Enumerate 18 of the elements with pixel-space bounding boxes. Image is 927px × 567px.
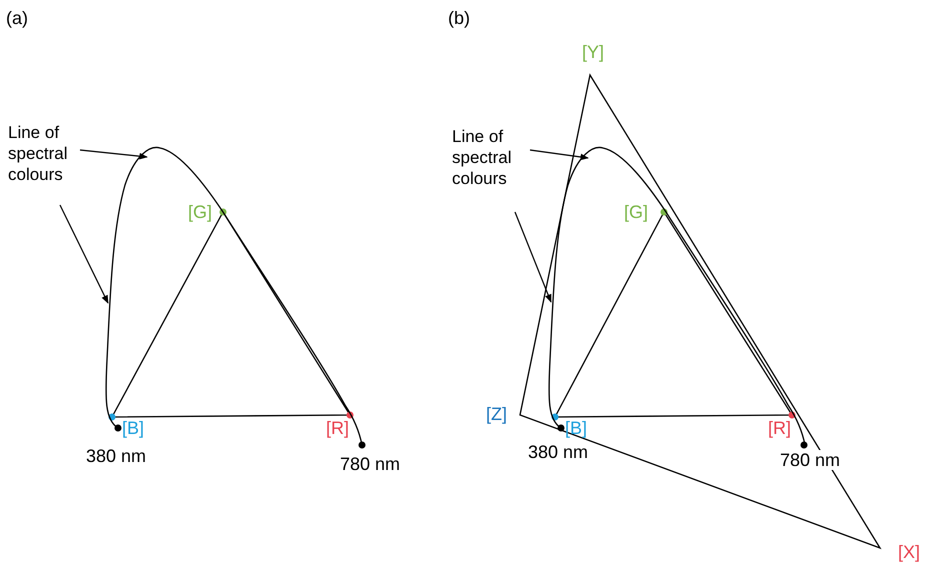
primary-label: [R] xyxy=(768,418,792,438)
primary-label: [G] xyxy=(188,202,212,222)
primary-label: [B] xyxy=(565,418,588,438)
primary-label: [G] xyxy=(624,202,648,222)
leader-line xyxy=(59,204,109,304)
panel-label: (b) xyxy=(448,8,470,28)
callout-text: Line of spectral colours xyxy=(452,126,532,189)
primary-label: [X] xyxy=(898,542,920,562)
wavelength-label: 780 nm xyxy=(780,450,840,470)
callout-text: Line of spectral colours xyxy=(8,122,88,185)
primary-label: [R] xyxy=(326,418,350,438)
primary-label: [Y] xyxy=(582,42,604,62)
leader-line xyxy=(514,212,552,303)
primary-label: [Z] xyxy=(486,404,507,424)
leader-line xyxy=(530,149,589,160)
primary-label: [B] xyxy=(122,418,144,438)
leader-line xyxy=(80,149,148,160)
panel-label: (a) xyxy=(6,8,28,28)
